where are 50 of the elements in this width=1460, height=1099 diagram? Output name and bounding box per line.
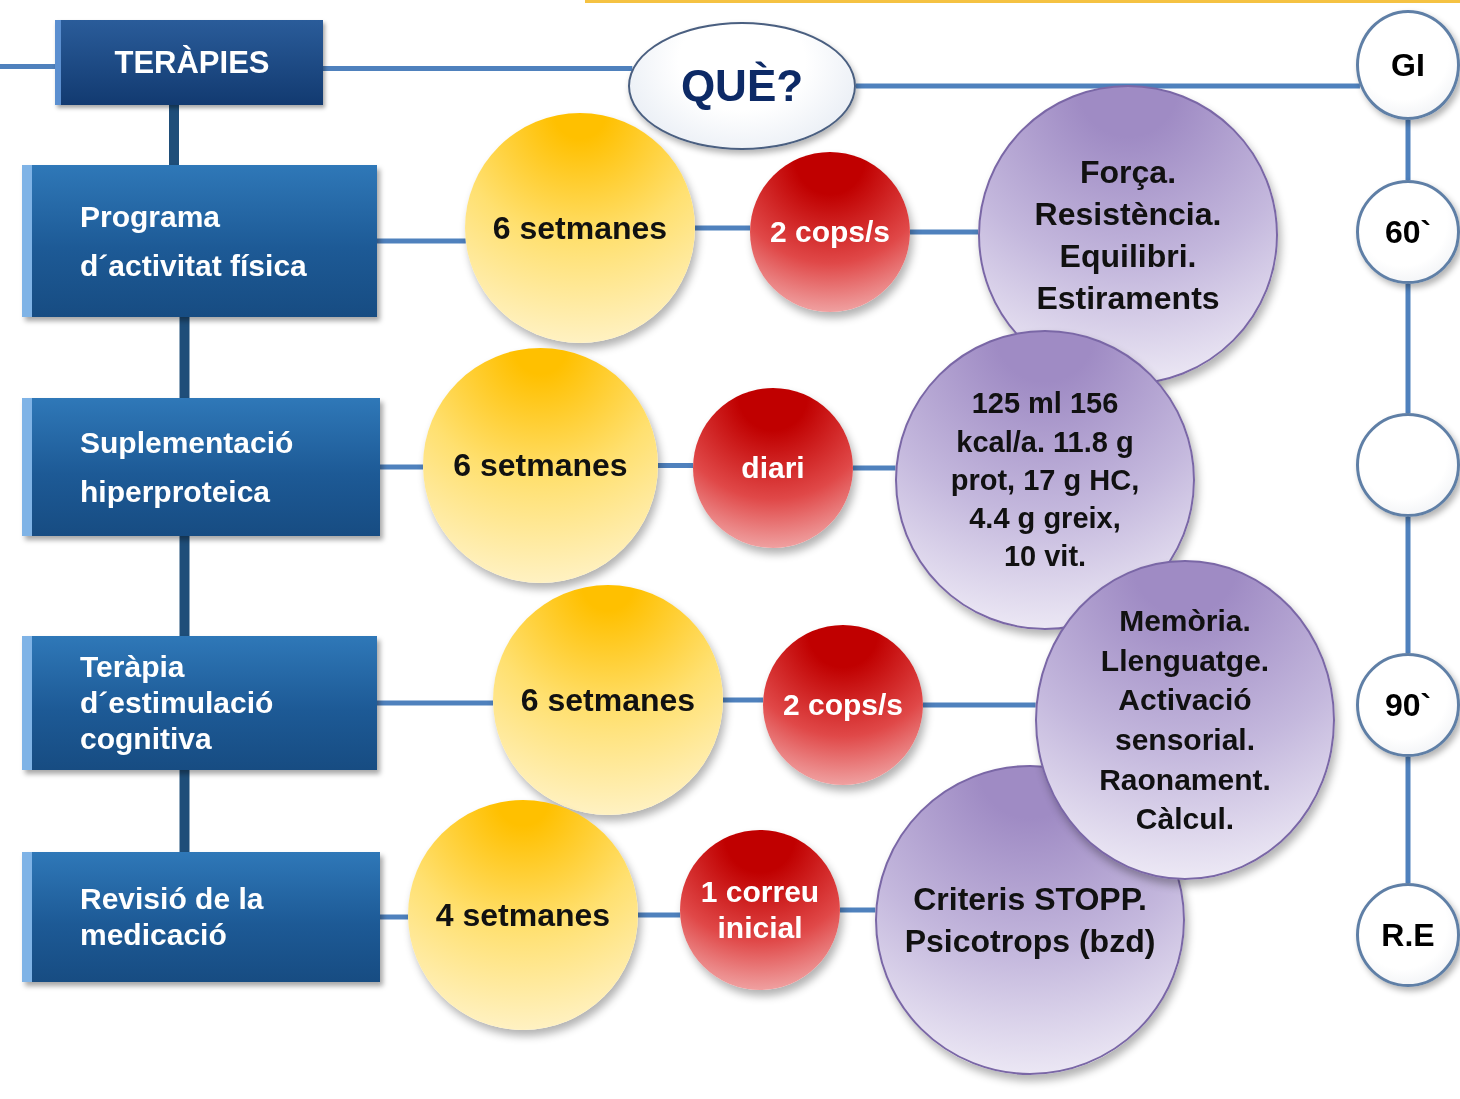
node-text: 2 cops/s (769, 214, 891, 250)
node-text: Força. Resistència. Equilibri. Estiraments (1033, 152, 1223, 319)
connector-line (658, 463, 694, 468)
connector-line (169, 105, 179, 165)
therapy-box (22, 165, 377, 317)
node-text: 6 setmanes (453, 447, 628, 484)
node-text: 6 setmanes (520, 681, 696, 719)
node-text: 60` (1384, 213, 1432, 251)
node-text: 2 cops/s (782, 687, 904, 723)
connector-line (1405, 517, 1411, 653)
connector-line (695, 225, 751, 231)
connector-line (377, 238, 466, 244)
node-text: 4 setmanes (435, 896, 611, 934)
node-text: Memòria. Llenguatge. Activació sensorial. Raonament. Càlcul. (1098, 603, 1272, 838)
node-text: Teràpia d´estimulació cognitiva (80, 649, 275, 757)
title-box (55, 20, 323, 105)
node-text: 6 setmanes (492, 209, 668, 247)
node-text: Suplementació hiperproteica (80, 424, 295, 510)
node-text: 90` (1384, 686, 1432, 724)
connector-line (723, 697, 764, 703)
node-text: Criteris STOPP. Psicotrops (bzd) (903, 879, 1157, 961)
connector-line (638, 912, 681, 918)
connector-line (377, 700, 494, 706)
node-text: QUÈ? (680, 61, 804, 111)
therapy-box (22, 636, 377, 770)
node-text: 125 ml 156 kcal/a. 11.8 g prot, 17 g HC, 4.4 g greix, 10 vit. (950, 386, 1140, 575)
node-text: diari (741, 450, 805, 486)
connector-line (840, 907, 876, 913)
connector-line (910, 229, 979, 235)
connector-line (179, 317, 190, 398)
frequency-circle (750, 152, 910, 312)
node-text: Programa d´activitat física (80, 198, 308, 284)
connector-line (856, 83, 1360, 89)
node-text: Revisió de la medicació (80, 881, 265, 953)
connector-line (179, 536, 190, 636)
node-text: GI (1391, 46, 1425, 84)
node-text: TERÀPIES (114, 44, 270, 81)
connector-line (923, 702, 1036, 708)
connector-line (0, 64, 55, 69)
connector-line (179, 770, 190, 852)
therapy-box (22, 398, 380, 536)
node-text: 1 correu inicial (699, 874, 821, 946)
connector-line (380, 464, 423, 470)
connector-line (853, 465, 896, 471)
node-text: R.E (1381, 916, 1435, 954)
connector-line (1405, 284, 1411, 413)
connector-line (1405, 757, 1411, 883)
connector-line (380, 914, 408, 920)
therapy-box (22, 852, 380, 982)
connector-line (1405, 120, 1411, 180)
